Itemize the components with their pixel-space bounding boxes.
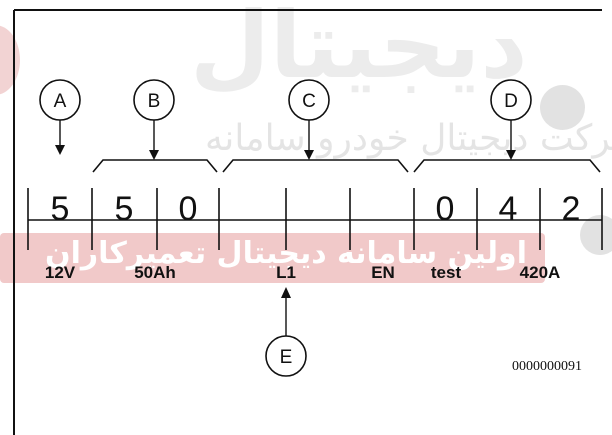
watermark-gray-dot xyxy=(540,85,585,130)
callout-b-label: B xyxy=(148,91,161,112)
bracket-b xyxy=(92,159,218,173)
watermark-gray-dot-2 xyxy=(580,215,612,255)
watermark-company: شرکت دیجیتال خودرو سامانه xyxy=(205,118,612,159)
callout-e-label: E xyxy=(280,347,293,368)
watermark-band xyxy=(0,233,545,283)
callout-a: A xyxy=(39,79,81,155)
callout-d-label: D xyxy=(504,91,518,112)
callout-d: D xyxy=(490,79,532,160)
code-digit-3: 0 xyxy=(179,190,198,228)
callout-a-label: A xyxy=(54,91,67,112)
callout-b: B xyxy=(133,79,175,160)
label-current: 420A xyxy=(520,263,561,282)
label-standard: EN xyxy=(371,263,395,282)
bracket-d xyxy=(413,159,601,173)
code-cells xyxy=(27,188,603,250)
bracket-c xyxy=(222,159,409,173)
watermark-brand: دیجیتال xyxy=(190,0,528,99)
label-capacity: 50Ah xyxy=(134,263,176,282)
code-digit-9: 2 xyxy=(562,190,581,228)
label-layout: L1 xyxy=(276,263,296,282)
label-test: test xyxy=(431,263,462,282)
catalog-number: 0000000091 xyxy=(512,359,582,374)
label-voltage: 12V xyxy=(45,263,76,282)
code-digit-7: 0 xyxy=(436,190,455,228)
callout-c-label: C xyxy=(302,91,316,112)
callout-c: C xyxy=(288,79,330,160)
callout-e: E xyxy=(265,287,307,377)
code-digit-2: 5 xyxy=(115,190,134,228)
code-digit-8: 4 xyxy=(499,190,518,228)
code-digit-1: 5 xyxy=(51,190,70,228)
